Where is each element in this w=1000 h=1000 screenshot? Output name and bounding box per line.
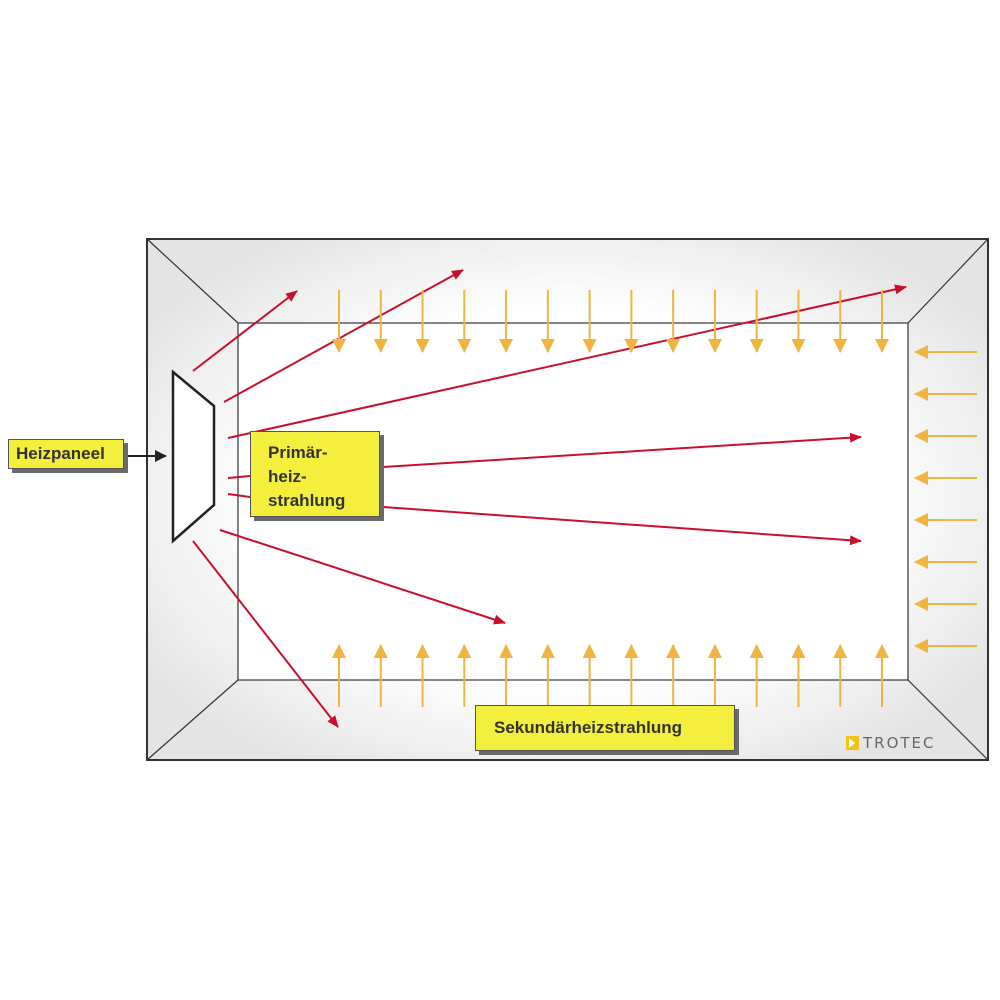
room-edge-tr bbox=[907, 238, 989, 324]
primary-arrow bbox=[382, 432, 862, 468]
primary-arrow bbox=[227, 475, 251, 479]
primary-arrow bbox=[192, 540, 339, 728]
primary-label-line-2: heiz- bbox=[268, 467, 307, 486]
trotec-logo-icon bbox=[846, 736, 859, 750]
trotec-logo-text: TROTEC bbox=[863, 734, 936, 752]
room-edge-tl bbox=[146, 238, 239, 324]
heizpaneel-label: Heizpaneel bbox=[8, 439, 124, 469]
trotec-logo: TROTEC bbox=[846, 734, 936, 752]
primary-label-line-1: Primär- bbox=[268, 443, 328, 462]
secondary-arrows-top bbox=[332, 290, 889, 353]
room bbox=[146, 238, 989, 761]
primary-label-line-3: strahlung bbox=[268, 491, 346, 510]
room-edge-bl bbox=[146, 679, 239, 761]
primary-arrow bbox=[227, 284, 907, 439]
room-edge-br bbox=[907, 679, 989, 761]
heating-panel bbox=[171, 369, 216, 544]
secondary-arrows-right bbox=[914, 345, 977, 653]
secondary-arrows-bottom bbox=[332, 644, 889, 707]
primary-arrow bbox=[382, 506, 862, 546]
primary-arrow bbox=[219, 529, 506, 625]
primary-arrow bbox=[192, 290, 298, 372]
secondary-radiation-label: Sekundärheizstrahlung bbox=[475, 705, 735, 751]
primary-arrow bbox=[227, 493, 251, 498]
primary-radiation-label: Primär- heiz- strahlung bbox=[250, 431, 380, 517]
